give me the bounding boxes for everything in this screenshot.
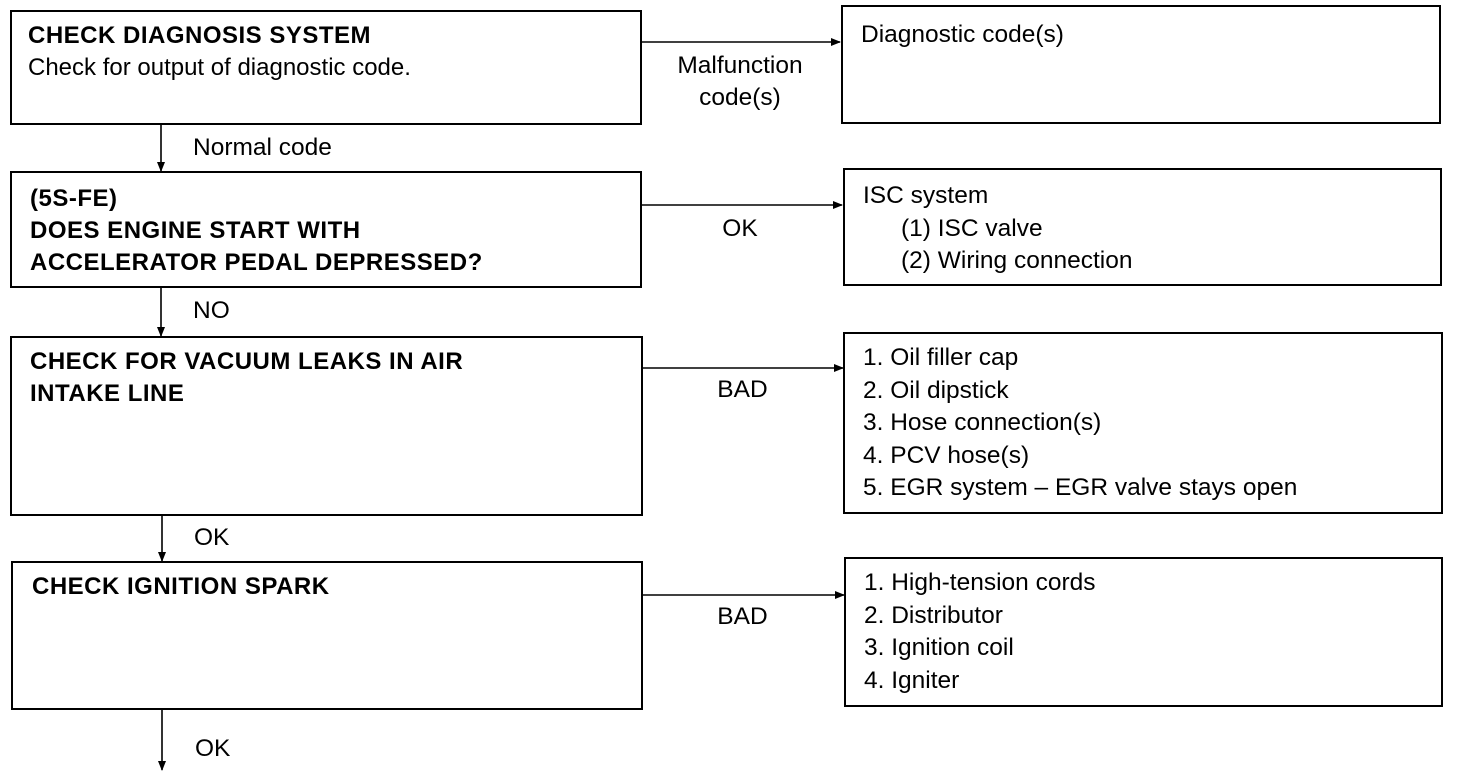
result-line: ISC system: [863, 182, 989, 209]
result-sub-line: (1) ISC valve: [901, 214, 1043, 242]
step-box-check-diagnosis-system: CHECK DIAGNOSIS SYSTEM Check for output …: [10, 10, 642, 125]
step-detail-line: Check for output of diagnostic code.: [28, 54, 411, 81]
step-title-line: CHECK FOR VACUUM LEAKS IN AIR: [30, 348, 464, 375]
down-label-normal-code: Normal code: [193, 134, 332, 161]
down-label-ok: OK: [195, 735, 231, 762]
result-line: 1. High-tension cords: [864, 569, 1096, 596]
step-title-line: (5S-FE): [30, 185, 118, 212]
result-line: Diagnostic code(s): [861, 21, 1064, 48]
result-line: 4. Igniter: [864, 666, 960, 694]
result-line: 5. EGR system – EGR valve stays open: [863, 474, 1298, 501]
result-line: 3. Hose connection(s): [863, 409, 1102, 436]
step-title-line: CHECK DIAGNOSIS SYSTEM: [28, 22, 372, 49]
result-sub-line: (2) Wiring connection: [901, 247, 1133, 274]
step-title-line: CHECK IGNITION SPARK: [32, 573, 330, 600]
step-title-line: INTAKE LINE: [30, 380, 185, 407]
step-box-vacuum-leaks: CHECK FOR VACUUM LEAKS IN AIR INTAKE LIN…: [10, 336, 643, 516]
result-line: 2. Distributor: [864, 601, 1003, 629]
branch-label-line: Malfunction: [677, 52, 803, 79]
result-line: 3. Ignition coil: [864, 634, 1014, 661]
step-title-line: DOES ENGINE START WITH: [30, 217, 361, 244]
result-box-ignition-parts: 1. High-tension cords 2. Distributor 3. …: [844, 557, 1443, 707]
result-box-vacuum-leak-parts: 1. Oil filler cap 2. Oil dipstick 3. Hos…: [843, 332, 1443, 514]
step-box-ignition-spark: CHECK IGNITION SPARK: [11, 561, 643, 710]
result-line: 4. PCV hose(s): [863, 441, 1030, 469]
result-line: 2. Oil dipstick: [863, 376, 1009, 404]
branch-label-bad: BAD: [717, 603, 768, 630]
result-line: 1. Oil filler cap: [863, 344, 1019, 371]
branch-label-bad: BAD: [717, 376, 768, 403]
step-title-line: ACCELERATOR PEDAL DEPRESSED?: [30, 249, 483, 276]
branch-label-ok: OK: [722, 215, 758, 242]
down-label-ok: OK: [194, 524, 230, 551]
branch-label-line: code(s): [699, 84, 781, 111]
result-box-isc-system: ISC system (1) ISC valve (2) Wiring conn…: [843, 168, 1442, 286]
step-box-engine-start-check: (5S-FE) DOES ENGINE START WITH ACCELERAT…: [10, 171, 642, 288]
down-label-no: NO: [193, 297, 230, 324]
branch-label-malfunction-codes: Malfunction code(s): [650, 50, 830, 114]
result-box-diagnostic-codes: Diagnostic code(s): [841, 5, 1441, 124]
